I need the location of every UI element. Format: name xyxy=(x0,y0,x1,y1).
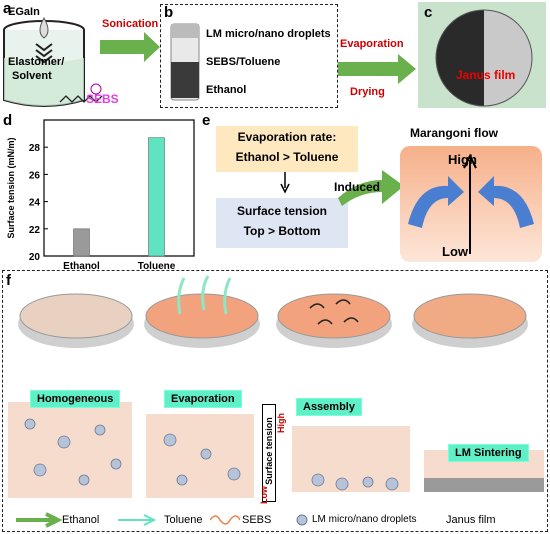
y-axis-label: Surface tension (mN/m) xyxy=(6,137,16,238)
legend-sebs: SEBS xyxy=(242,514,272,526)
legend-sebs-line xyxy=(210,515,240,525)
down-arrow xyxy=(280,172,290,194)
stage-lm-sintering: LM Sintering xyxy=(448,444,529,462)
bar-ethanol xyxy=(73,228,90,257)
sebs-toluene-item: SEBS/Toluene xyxy=(206,56,281,68)
legend-janus: Janus film xyxy=(446,514,496,526)
evaporation-rate-value: Ethanol > Toluene xyxy=(235,150,339,164)
panel-a-label: a xyxy=(3,0,12,17)
legend-ethanol-arrow xyxy=(16,512,63,528)
beaker-diagram xyxy=(3,16,103,107)
sonication-arrow xyxy=(100,32,160,62)
stage-homogeneous: Homogeneous xyxy=(30,390,121,408)
induced-arrow xyxy=(338,170,404,206)
legend-droplets: LM micro/nano droplets xyxy=(312,514,417,525)
marangoni-title: Marangoni flow xyxy=(410,126,498,140)
drying-label: Drying xyxy=(350,86,385,98)
evaporation-rate-title: Evaporation rate: xyxy=(237,130,337,144)
surface-tension-bar xyxy=(262,404,276,502)
bar-toluene xyxy=(148,137,165,257)
dishes-row xyxy=(18,275,528,348)
legend-toluene-arrow xyxy=(118,514,157,526)
panel-f-label: f xyxy=(6,272,11,289)
egain-label: EGaIn xyxy=(8,6,40,18)
surface-tension-title: Surface tension xyxy=(236,204,328,218)
cross-sections xyxy=(8,402,544,498)
y-tick-label: 26 xyxy=(29,170,41,181)
vial-image xyxy=(170,23,200,101)
droplets-item: LM micro/nano droplets xyxy=(206,28,331,40)
solvent-label: Solvent xyxy=(12,70,52,82)
janus-film-disc xyxy=(435,9,533,107)
ethanol-item: Ethanol xyxy=(206,84,247,96)
chart-frame xyxy=(43,119,195,257)
legend-toluene: Toluene xyxy=(164,514,203,526)
y-tick-label: 22 xyxy=(29,225,41,236)
surface-tension-box: Surface tension Top > Bottom xyxy=(216,198,348,248)
panel-d-label: d xyxy=(3,112,13,129)
f-surface-tension-label: Surface tension xyxy=(264,417,274,485)
sonication-label: Sonication xyxy=(102,18,159,30)
y-tick-label: 28 xyxy=(29,143,41,154)
stage-evaporation: Evaporation xyxy=(164,390,242,408)
induced-label: Induced xyxy=(334,180,381,194)
x-tick-label: Toluene xyxy=(138,261,176,272)
evaporation-label: Evaporation xyxy=(340,38,404,50)
x-tick-label: Ethanol xyxy=(63,261,100,272)
surface-tension-chart: 20 22 24 26 28 Surface tension (mN/m) Ethanol T… xyxy=(6,119,195,272)
marangoni-high: High xyxy=(448,152,477,167)
legend-droplet-icon xyxy=(296,514,308,526)
legend-ethanol: Ethanol xyxy=(62,514,100,526)
evaporation-rate-box: Evaporation rate: Ethanol > Toluene xyxy=(216,126,358,172)
panel-e-label: e xyxy=(202,112,211,129)
janus-film-label: Janus film xyxy=(456,68,516,82)
stage-assembly: Assembly xyxy=(296,398,362,416)
panel-b-box xyxy=(160,4,338,108)
sebs-label: SEBS xyxy=(86,92,119,106)
y-tick-label: 24 xyxy=(29,198,41,209)
marangoni-diagram xyxy=(400,146,542,262)
evaporation-arrow xyxy=(338,54,416,84)
panel-c-label: c xyxy=(424,4,433,21)
panel-f-box xyxy=(2,270,548,532)
marangoni-low: Low xyxy=(442,244,468,259)
elastomer-label: Elastomer/ xyxy=(8,56,65,68)
f-high-label: High xyxy=(276,413,286,433)
surface-tension-value: Top > Bottom xyxy=(243,224,321,238)
panel-b-label: b xyxy=(164,4,174,21)
y-tick-label: 20 xyxy=(29,252,41,263)
f-low-label: Low xyxy=(259,486,269,504)
